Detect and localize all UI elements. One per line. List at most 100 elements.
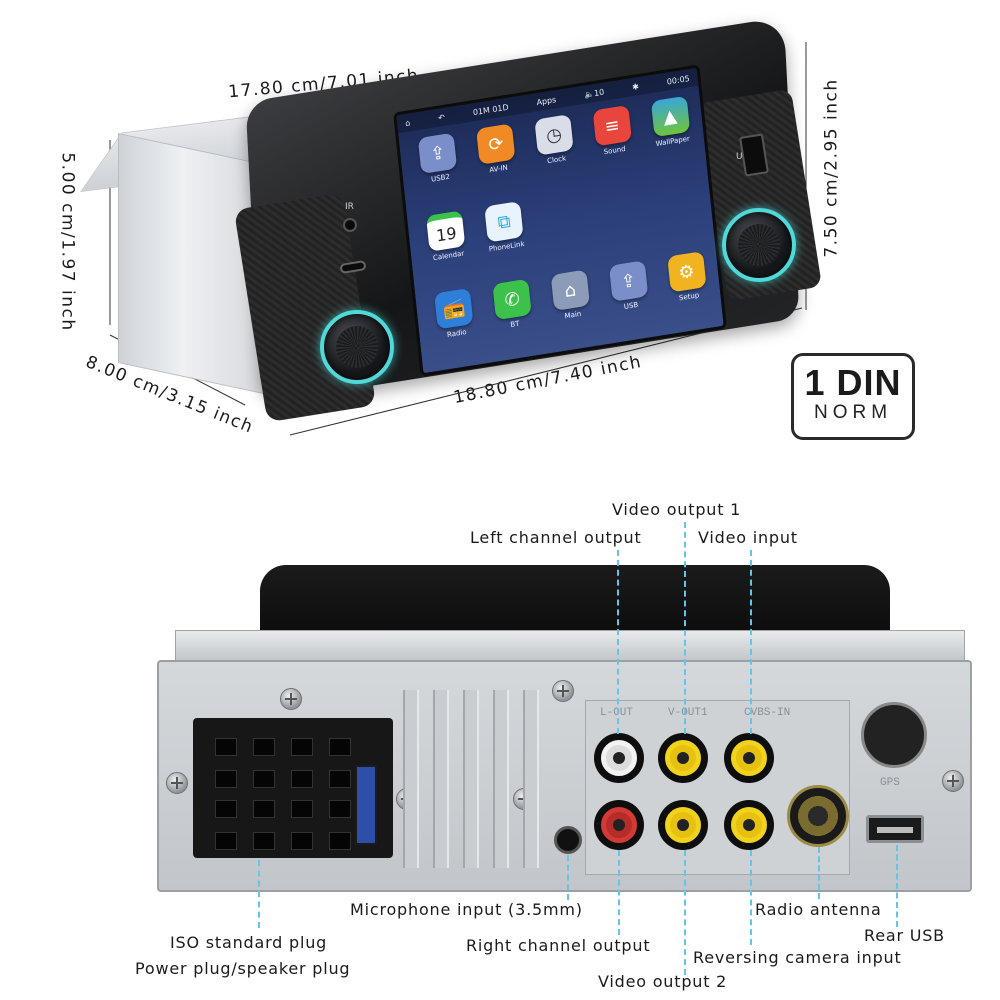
volume-knob[interactable]	[320, 310, 394, 384]
status-title: Apps	[536, 94, 557, 107]
iso-pin	[291, 800, 313, 818]
sound-icon: ≡	[592, 104, 632, 147]
app-label: USB	[623, 300, 639, 312]
label-video-output-2: Video output 2	[598, 972, 728, 991]
vent-slot	[493, 690, 509, 868]
din-badge-sub: NORM	[813, 402, 893, 423]
app-label: Main	[564, 309, 582, 321]
app-av-in[interactable]: ⟳ AV-IN	[467, 122, 529, 204]
vent-slots	[398, 690, 573, 870]
app-usb2[interactable]: ⇪ USB2	[409, 131, 471, 213]
microphone-jack	[554, 826, 582, 854]
cvbs-print: CVBS-IN	[744, 707, 791, 719]
din-badge-main: 1 DIN	[804, 362, 902, 403]
vent-slot	[403, 690, 419, 868]
volume-indicator: 🔈10	[584, 87, 605, 99]
status-date: 01M 01D	[472, 102, 509, 117]
fuse	[355, 765, 377, 845]
clock-icon: ◷	[534, 114, 574, 156]
bluetooth-icon: ✱	[631, 81, 640, 92]
iso-pin	[291, 832, 313, 850]
rear-usb-port	[866, 815, 924, 843]
app-label: BT	[509, 319, 520, 330]
av-in-icon: ⟳	[476, 123, 516, 165]
gps-socket	[861, 702, 927, 768]
label-rear-usb: Rear USB	[864, 926, 945, 945]
guide-video-output-1	[684, 522, 686, 734]
guide-video-output-2	[684, 850, 686, 975]
app-label: Calendar	[432, 249, 465, 263]
rca-video-out-1	[658, 733, 708, 783]
app-bt[interactable]: ✆ BT	[483, 277, 545, 359]
iso-pin	[215, 738, 237, 756]
guide-microphone	[567, 855, 569, 900]
label-video-output-1: Video output 1	[612, 500, 742, 519]
label-right-channel-output: Right channel output	[466, 936, 651, 955]
ir-sensor	[343, 218, 357, 232]
app-label: PhoneLink	[488, 239, 525, 254]
iso-pin	[253, 738, 275, 756]
guide-rear-usb	[896, 845, 898, 927]
app-sound[interactable]: ≡ Sound	[583, 103, 645, 185]
app-label: Sound	[603, 144, 627, 157]
app-usb[interactable]: ⇪ USB	[599, 259, 661, 341]
guide-iso-plug	[258, 860, 260, 928]
radio-icon: 📻	[434, 287, 474, 330]
usb-mark: U	[736, 152, 743, 162]
label-microphone-input: Microphone input (3.5mm)	[350, 900, 583, 919]
radio-antenna-socket	[787, 785, 849, 847]
guide-right-channel	[618, 850, 620, 935]
app-label: AV-IN	[488, 163, 509, 175]
volume-value: 10	[593, 87, 605, 98]
home-icon: ⌂	[404, 117, 411, 128]
iso-pin	[329, 770, 351, 788]
iso-pin	[215, 800, 237, 818]
label-video-input: Video input	[698, 528, 798, 547]
calendar-icon: 19	[426, 210, 466, 252]
guide-radio-antenna	[818, 847, 820, 899]
label-power-plug: Power plug/speaker plug	[135, 959, 351, 978]
iso-pin	[215, 832, 237, 850]
app-wallpaper[interactable]: ▲ WallPaper	[641, 94, 703, 176]
iso-pin	[291, 738, 313, 756]
app-phonelink[interactable]: ⧉ PhoneLink	[475, 200, 537, 282]
gps-print: GPS	[880, 777, 900, 789]
rca-reversing-camera-in	[724, 800, 774, 850]
app-label: Radio	[446, 328, 467, 340]
iso-pin	[329, 738, 351, 756]
iso-pin	[215, 770, 237, 788]
iso-pin-row-bottom	[215, 800, 353, 850]
app-clock[interactable]: ◷ Clock	[525, 113, 587, 195]
app-radio[interactable]: 📻 Radio	[425, 286, 487, 368]
app-main[interactable]: ⌂ Main	[541, 268, 603, 350]
vout1-print: V-OUT1	[668, 707, 708, 719]
iso-pin	[253, 800, 275, 818]
vent-slot	[433, 690, 449, 868]
app-grid: ⇪ USB2 ⟳ AV-IN ◷ Clock ≡ Sound ▲ WallPap…	[409, 94, 720, 368]
rca-left-out	[594, 733, 644, 783]
iso-pin	[291, 770, 313, 788]
screw-icon	[942, 770, 964, 792]
phone-icon: ✆	[492, 278, 532, 321]
iso-pin	[329, 832, 351, 850]
label-reversing-camera-input: Reversing camera input	[693, 948, 902, 967]
select-knob[interactable]	[722, 208, 796, 282]
iso-pin	[253, 832, 275, 850]
app-label: WallPaper	[655, 134, 691, 149]
app-label: USB2	[430, 172, 451, 184]
touch-screen: ⌂ ↶ 01M 01D Apps 🔈10 ✱ 00:05 ⇪ USB2 ⟳ AV…	[393, 64, 727, 377]
iso-pin-row-top	[215, 738, 353, 788]
din-norm-badge: 1 DIN NORM	[791, 353, 915, 440]
screw-icon	[552, 680, 574, 702]
gear-icon: ⚙	[666, 251, 707, 293]
vent-slot	[463, 690, 479, 868]
guide-video-input	[750, 550, 752, 734]
app-calendar[interactable]: 19 Calendar	[417, 209, 479, 291]
label-radio-antenna: Radio antenna	[755, 900, 882, 919]
status-time: 00:05	[666, 73, 691, 87]
app-setup[interactable]: ⚙ Setup	[658, 250, 720, 332]
label-iso-standard-plug: ISO standard plug	[170, 933, 328, 952]
app-label: Setup	[678, 291, 700, 303]
wallpaper-icon: ▲	[650, 95, 690, 138]
rca-right-out	[594, 800, 644, 850]
